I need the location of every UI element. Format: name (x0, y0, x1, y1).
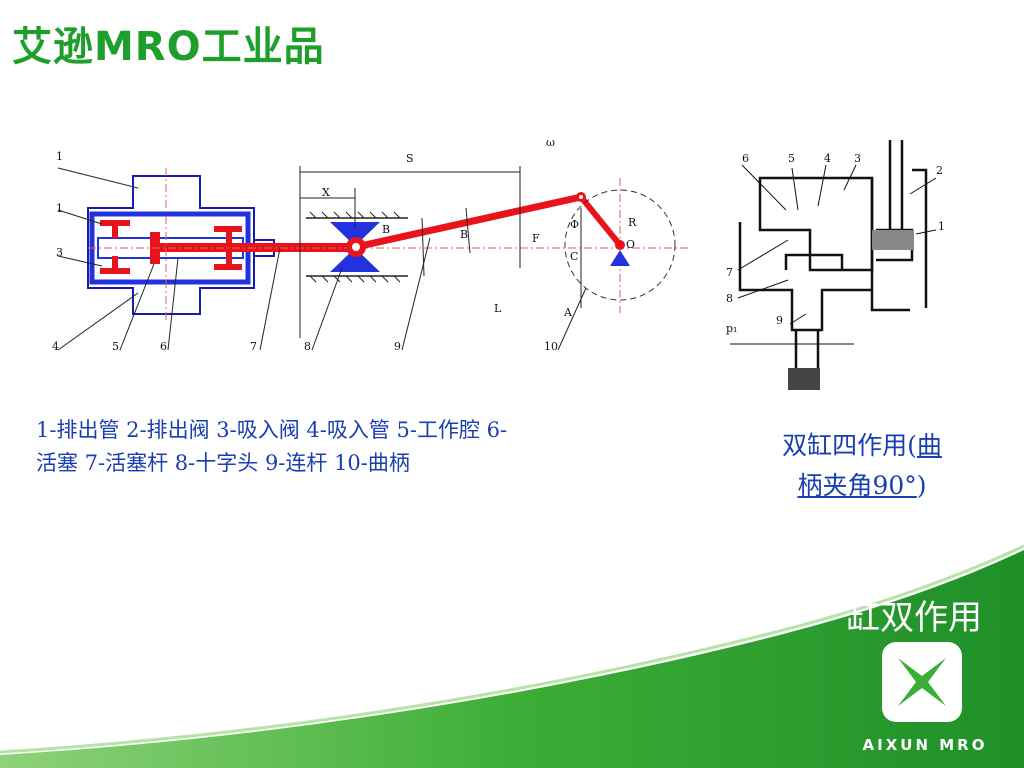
label-f: F (532, 232, 540, 245)
label-s: S (406, 152, 414, 165)
aixun-logo-icon (882, 642, 962, 722)
part-number-7: 7 (250, 340, 257, 353)
footer-overlay-text: 缸双作用 (846, 598, 982, 638)
part-number-6: 6 (160, 340, 167, 353)
label2-6: 6 (742, 152, 749, 165)
label-omega: ω (546, 136, 555, 149)
page-title: 艾逊MRO工业品 (12, 24, 325, 70)
part-number-10: 10 (544, 340, 558, 353)
cylinder-caption-link-2[interactable]: 柄夹角90° (797, 471, 917, 500)
label2-7: 7 (726, 266, 733, 279)
part-number-1: 1 (56, 150, 63, 163)
label2-4: 4 (824, 152, 831, 165)
label-b1: B (382, 223, 390, 236)
parts-caption-line-1: 1-排出管 2-排出阀 3-吸入阀 4-吸入管 5-工作腔 6- (36, 418, 508, 442)
label-c: C (570, 250, 578, 263)
parts-caption-line-2: 活塞 7-活塞杆 8-十字头 9-连杆 10-曲柄 (36, 451, 410, 475)
label2-5: 5 (788, 152, 795, 165)
pump-mechanism-diagram: S X B B F L C A R O Φ ω 1 1 3 4 5 6 7 8 … (52, 136, 688, 353)
footer-banner (0, 544, 1024, 768)
label-a: A (563, 306, 573, 319)
part-number-5: 5 (112, 340, 119, 353)
double-cylinder-diagram: 6 5 4 3 2 1 7 8 9 p₁ (726, 140, 945, 390)
label-o: O (626, 238, 635, 251)
label2-8: 8 (726, 292, 733, 305)
cylinder-caption-link-1[interactable]: 曲 (916, 431, 942, 460)
label-r: R (628, 216, 637, 229)
part-number-9: 9 (394, 340, 401, 353)
part-number-2: 1 (56, 202, 63, 215)
label-phi: Φ (570, 218, 579, 231)
label2-3: 3 (854, 152, 861, 165)
parts-caption: 1-排出管 2-排出阀 3-吸入阀 4-吸入管 5-工作腔 6- 活塞 7-活塞… (36, 414, 716, 480)
label-l: L (494, 302, 502, 315)
label2-2: 2 (936, 164, 943, 177)
label-b2: B (460, 228, 468, 241)
label2-p1: p₁ (726, 322, 737, 335)
part-number-3: 3 (56, 246, 63, 259)
logo-wordmark: AIXUN MRO (862, 736, 988, 754)
cylinder-caption-part-4: ) (916, 471, 927, 500)
part-number-8: 8 (304, 340, 311, 353)
cylinder-caption-part-1: 双缸四作用( (782, 431, 917, 460)
cylinder-caption: 双缸四作用(曲 柄夹角90°) (742, 426, 982, 506)
label2-1: 1 (938, 220, 945, 233)
label-x: X (322, 186, 330, 199)
part-number-4: 4 (52, 340, 59, 353)
label2-9: 9 (776, 314, 783, 327)
